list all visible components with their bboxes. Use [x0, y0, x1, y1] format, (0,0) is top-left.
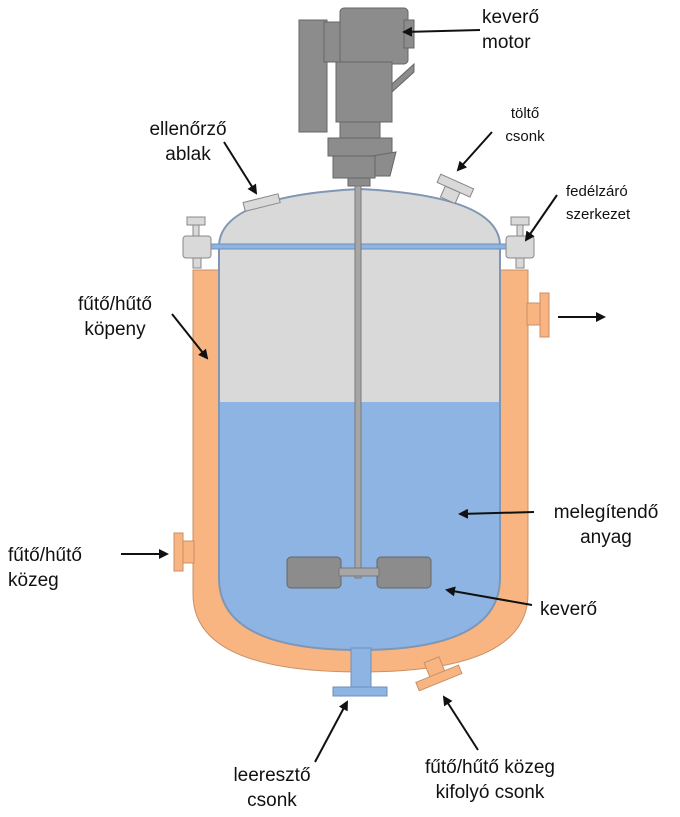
- jacket-inlet-nozzle: [173, 532, 195, 572]
- leader-arrows: [121, 26, 606, 763]
- impeller: [286, 556, 432, 589]
- filling-port: [436, 173, 475, 205]
- arrow-jacket: [171, 313, 209, 360]
- label-material: melegítendő anyag: [553, 502, 659, 548]
- jacket-outflow-nozzle: [415, 656, 463, 692]
- label-stirrer: keverő: [540, 599, 598, 620]
- arrow-lid: [524, 194, 558, 242]
- arrow-motor: [402, 26, 481, 37]
- arrow-material: [458, 508, 535, 519]
- arrow-stirrer: [445, 586, 533, 606]
- lid-clamp-left: [182, 216, 212, 269]
- drain-nozzle: [332, 647, 388, 697]
- jacket-outlet-nozzle: [526, 292, 550, 338]
- inspection-window: [242, 193, 281, 212]
- arrow-drain: [314, 700, 348, 763]
- arrow-outflow-bottom: [442, 695, 479, 751]
- stirrer-motor: [298, 7, 415, 187]
- lid-clamp-right: [505, 216, 535, 269]
- label-drain: leeresztő csonk: [233, 765, 311, 811]
- label-lid: fedélzáró szerkezet: [566, 183, 631, 223]
- arrow-window: [223, 141, 258, 195]
- label-window: ellenőrző ablak: [149, 119, 227, 165]
- label-medium-in: fűtő/hűtő közeg: [8, 545, 82, 591]
- label-motor: keverő motor: [482, 7, 540, 53]
- arrow-fill: [456, 131, 493, 172]
- label-medium-out: fűtő/hűtő közeg kifolyó csonk: [425, 757, 555, 803]
- label-jacket: fűtő/hűtő köpeny: [78, 294, 152, 340]
- stirrer-shaft: [354, 185, 362, 579]
- label-fill: töltő csonk: [505, 105, 545, 145]
- vessel-outline: [218, 187, 501, 652]
